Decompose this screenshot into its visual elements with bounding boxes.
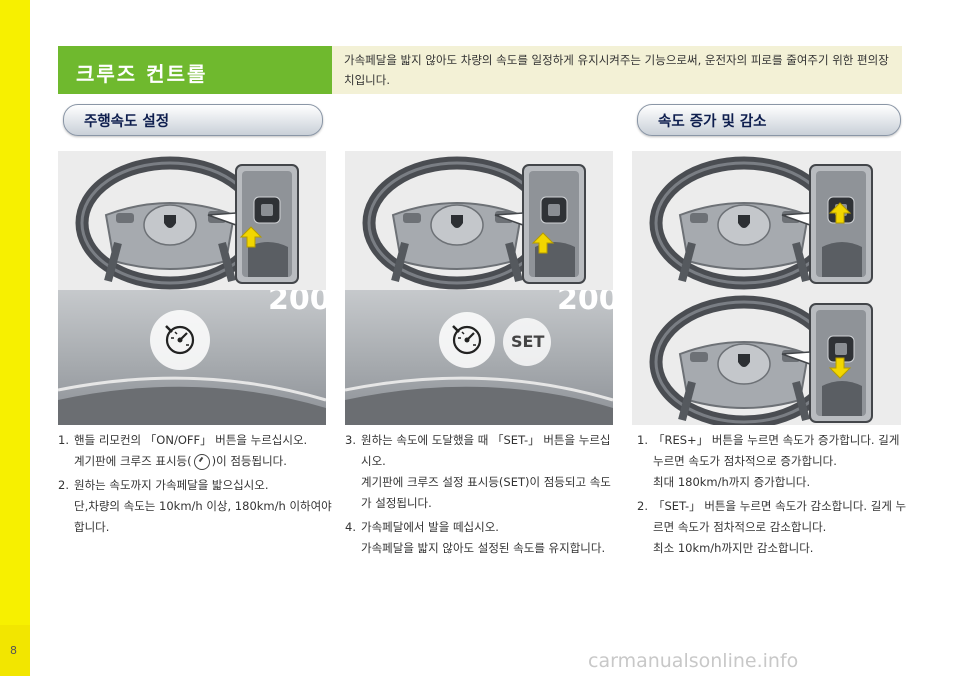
steering-wheel-photo bbox=[58, 151, 326, 290]
step-text: 핸들 리모컨의 「ON/OFF」 버튼을 누르십시오. bbox=[74, 433, 308, 447]
step-number: 1. bbox=[58, 433, 69, 447]
instrument-cluster-photo: 200 SET bbox=[345, 290, 613, 425]
step-text: 가속페달에서 발을 떼십시오. bbox=[361, 520, 499, 534]
step-subtext: 단,차량의 속도는 10km/h 이상, 180km/h 이하여야 합니다. bbox=[74, 499, 332, 534]
step-item: 1. 「RES+」 버튼을 누르면 속도가 증가합니다. 길게 누르면 속도가 … bbox=[637, 430, 907, 493]
step-number: 2. bbox=[637, 499, 648, 513]
step-item: 4. 가속페달에서 발을 떼십시오. 가속페달을 밟지 않아도 설정된 속도를 … bbox=[345, 517, 620, 559]
intro-text: 가속페달을 밟지 않아도 차량의 속도를 일정하게 유지시켜주는 기능으로써, … bbox=[344, 53, 889, 87]
step-subtext: 최소 10km/h까지만 감소합니다. bbox=[653, 541, 814, 555]
step-item: 3. 원하는 속도에 도달했을 때 「SET-」 버튼을 누르십시오. 계기판에… bbox=[345, 430, 620, 514]
step-number: 3. bbox=[345, 433, 356, 447]
side-accent-bar bbox=[0, 0, 30, 676]
section-title: 속도 증가 및 감소 bbox=[658, 114, 767, 130]
step-subtext: 최대 180km/h까지 증가합니다. bbox=[653, 475, 811, 489]
step-item: 2. 원하는 속도까지 가속페달을 밟으십시오. 단,차량의 속도는 10km/… bbox=[58, 475, 333, 538]
steering-wheel-icon bbox=[345, 151, 613, 290]
speedometer-digits: 200 bbox=[557, 290, 613, 317]
step-subtext: 계기판에 크루즈 설정 표시등(SET)이 점등되고 속도가 설정됩니다. bbox=[361, 475, 611, 510]
steering-wheel-photo bbox=[632, 151, 901, 290]
step-subtext-before: 계기판에 크루즈 표시등( bbox=[74, 454, 192, 468]
step-number: 4. bbox=[345, 520, 356, 534]
section-pill-set-speed: 주행속도 설정 bbox=[63, 104, 323, 136]
step-subtext-after: )이 점등됩니다. bbox=[211, 454, 287, 468]
step-subtext: 계기판에 크루즈 표시등( )이 점등됩니다. bbox=[74, 451, 333, 472]
intro-box bbox=[332, 46, 902, 94]
step-item: 2. 「SET-」 버튼을 누르면 속도가 감소합니다. 길게 누르면 속도가 … bbox=[637, 496, 907, 559]
step-number: 2. bbox=[58, 478, 69, 492]
steering-wheel-icon bbox=[632, 290, 901, 425]
steering-wheel-photo bbox=[632, 290, 901, 425]
steering-wheel-photo bbox=[345, 151, 613, 290]
side-accent-bar-bottom bbox=[0, 625, 30, 676]
step-text: 「RES+」 버튼을 누르면 속도가 증가합니다. 길게 누르면 속도가 점차적… bbox=[653, 433, 900, 468]
page-number: 8 bbox=[10, 644, 17, 657]
header-bar bbox=[58, 46, 332, 94]
speedometer-digits: 200 bbox=[268, 290, 326, 317]
step-text: 원하는 속도에 도달했을 때 「SET-」 버튼을 누르십시오. bbox=[361, 433, 611, 468]
step-subtext: 가속페달을 밟지 않아도 설정된 속도를 유지합니다. bbox=[361, 541, 606, 555]
cruise-indicator-icon bbox=[193, 453, 210, 470]
steering-wheel-icon bbox=[58, 151, 326, 290]
step-number: 1. bbox=[637, 433, 648, 447]
step-text: 「SET-」 버튼을 누르면 속도가 감소합니다. 길게 누르면 속도가 점차적… bbox=[653, 499, 907, 534]
step-item: 1. 핸들 리모컨의 「ON/OFF」 버튼을 누르십시오. 계기판에 크루즈 … bbox=[58, 430, 333, 472]
instrument-cluster-photo: 200 bbox=[58, 290, 326, 425]
section-pill-speed-adjust: 속도 증가 및 감소 bbox=[637, 104, 901, 136]
step-text: 원하는 속도까지 가속페달을 밟으십시오. bbox=[74, 478, 269, 492]
steering-wheel-icon bbox=[632, 151, 901, 290]
page-title: 크루즈 컨트롤 bbox=[76, 62, 208, 86]
section-title: 주행속도 설정 bbox=[84, 114, 170, 130]
set-indicator: SET bbox=[511, 332, 545, 351]
watermark: carmanualsonline.info bbox=[588, 650, 799, 672]
